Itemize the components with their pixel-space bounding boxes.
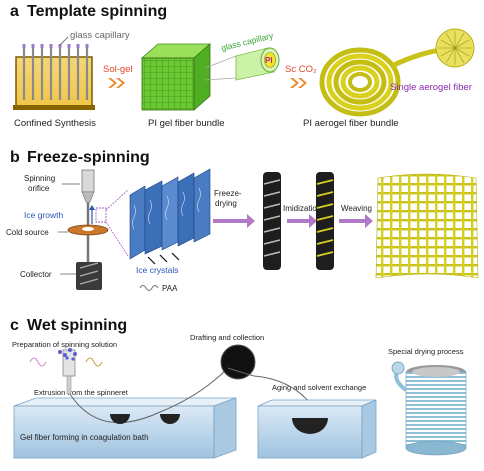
gel-bundle-label: PI gel fiber bundle	[148, 118, 225, 129]
special-drying-label: Special drying process	[388, 347, 464, 356]
freeze-drying-label-1: Freeze-	[214, 189, 242, 198]
spinning-orifice-label-1: Spinning	[24, 174, 55, 183]
aging-label: Aging and solvent exchange	[272, 383, 366, 392]
paa-squiggle-icon	[139, 285, 159, 291]
panel-b-letter: b	[10, 149, 20, 166]
panel-c-title: Wet spinning	[27, 317, 127, 334]
chevron-arrow-icon	[108, 78, 125, 88]
panel-c-letter: c	[10, 317, 19, 334]
extrusion-label: Extrusion from the spinneret	[34, 388, 129, 397]
single-aerogel-fiber	[390, 28, 475, 69]
panel-a-letter: a	[10, 3, 19, 20]
pi-aerogel-fiber-bundle	[319, 47, 401, 117]
drafting-label: Drafting and collection	[190, 333, 264, 342]
fiber-spool-2	[316, 172, 334, 270]
spinneret	[29, 348, 103, 395]
preparation-label: Preparation of spinning solution	[12, 340, 117, 349]
panel-a: a Template spinning	[10, 3, 475, 129]
freeze-spinning-apparatus	[58, 169, 129, 290]
arrow-right-icon	[213, 214, 255, 228]
ice-crystals	[129, 168, 211, 265]
confined-synthesis-label: Confined Synthesis	[14, 118, 96, 129]
sc-co2-label: Sc CO₂	[285, 64, 317, 75]
confined-synthesis-mold	[13, 36, 95, 110]
paa-label: PAA	[162, 284, 178, 293]
aging-bath	[257, 399, 377, 459]
panel-b-title: Freeze-spinning	[27, 149, 150, 166]
ice-growth-label: Ice growth	[24, 210, 63, 220]
cold-source-label: Cold source	[6, 228, 49, 237]
collector-label: Collector	[20, 270, 52, 279]
woven-fabric	[375, 173, 479, 279]
glass-capillary-label: glass capillary	[70, 30, 130, 41]
panel-c: c Wet spinning Preparation of spinning s…	[10, 317, 467, 459]
chevron-arrow-icon	[290, 78, 307, 88]
sol-gel-label: Sol-gel	[103, 64, 133, 75]
weaving-label: Weaving	[341, 204, 372, 213]
drying-spool	[391, 361, 467, 456]
panel-b: b Freeze-spinning Spinning orifice Ice g…	[6, 149, 479, 293]
arrow-right-icon	[339, 214, 373, 228]
single-fiber-label: Single aerogel fiber	[390, 82, 472, 93]
gel-forming-label: Gel fiber forming in coagulation bath	[20, 433, 149, 442]
aerogel-bundle-label: PI aerogel fiber bundle	[303, 118, 399, 129]
panel-a-title: Template spinning	[27, 3, 167, 20]
ice-crystals-label: Ice crystals	[136, 265, 179, 275]
pi-label: PI	[265, 56, 273, 65]
capillary-tubes	[22, 46, 89, 100]
freeze-drying-label-2: drying	[215, 199, 237, 208]
imidization-label: Imidization	[283, 204, 321, 213]
arrow-right-icon	[287, 214, 317, 228]
pi-gel-fiber-bundle	[140, 43, 212, 111]
drafting-roll	[220, 344, 321, 419]
fiber-spool-1	[263, 172, 281, 270]
coagulation-bath	[13, 367, 237, 459]
capillary-zoom	[204, 47, 280, 81]
spinning-orifice-label-2: orifice	[28, 184, 50, 193]
